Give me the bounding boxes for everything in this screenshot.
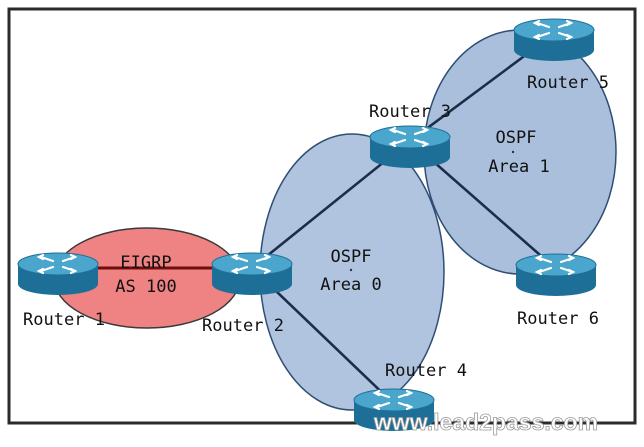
watermark-text: www.lead2pass.com — [373, 409, 598, 435]
router-icon — [514, 252, 598, 298]
area1-label-line1: OSPF — [496, 128, 537, 148]
router-label: Router 1 — [23, 310, 105, 330]
eigrp-label-line2: AS 100 — [115, 277, 176, 297]
router-label: Router 6 — [517, 309, 599, 329]
zone-center-dot — [511, 150, 515, 154]
router-label: Router 2 — [202, 316, 284, 336]
router-node-r6: Router 6 — [514, 252, 599, 329]
router-node-r2: Router 2 — [202, 251, 294, 336]
zone-center-dot — [349, 268, 353, 272]
router-label: Router 5 — [527, 73, 609, 93]
area1-label-line2: Area 1 — [488, 157, 549, 177]
router-label: Router 3 — [369, 102, 451, 122]
router-icon — [210, 251, 294, 297]
router-node-r5: Router 5 — [512, 17, 609, 93]
router-node-r4: Router 4 — [352, 361, 467, 433]
router-node-r1: Router 1 — [16, 251, 105, 330]
eigrp-label-line1: EIGRP — [120, 253, 171, 273]
router-node-r3: Router 3 — [368, 102, 452, 170]
router-icon — [368, 124, 452, 170]
router-icon — [512, 17, 596, 63]
router-label: Router 4 — [385, 361, 467, 381]
area0-label-line1: OSPF — [331, 247, 372, 267]
routers-layer: Router 1 Router 2 Router 3 Router 4 Router 5… — [16, 17, 609, 433]
area0-label-line2: Area 0 — [320, 275, 381, 295]
router-icon — [16, 251, 100, 297]
